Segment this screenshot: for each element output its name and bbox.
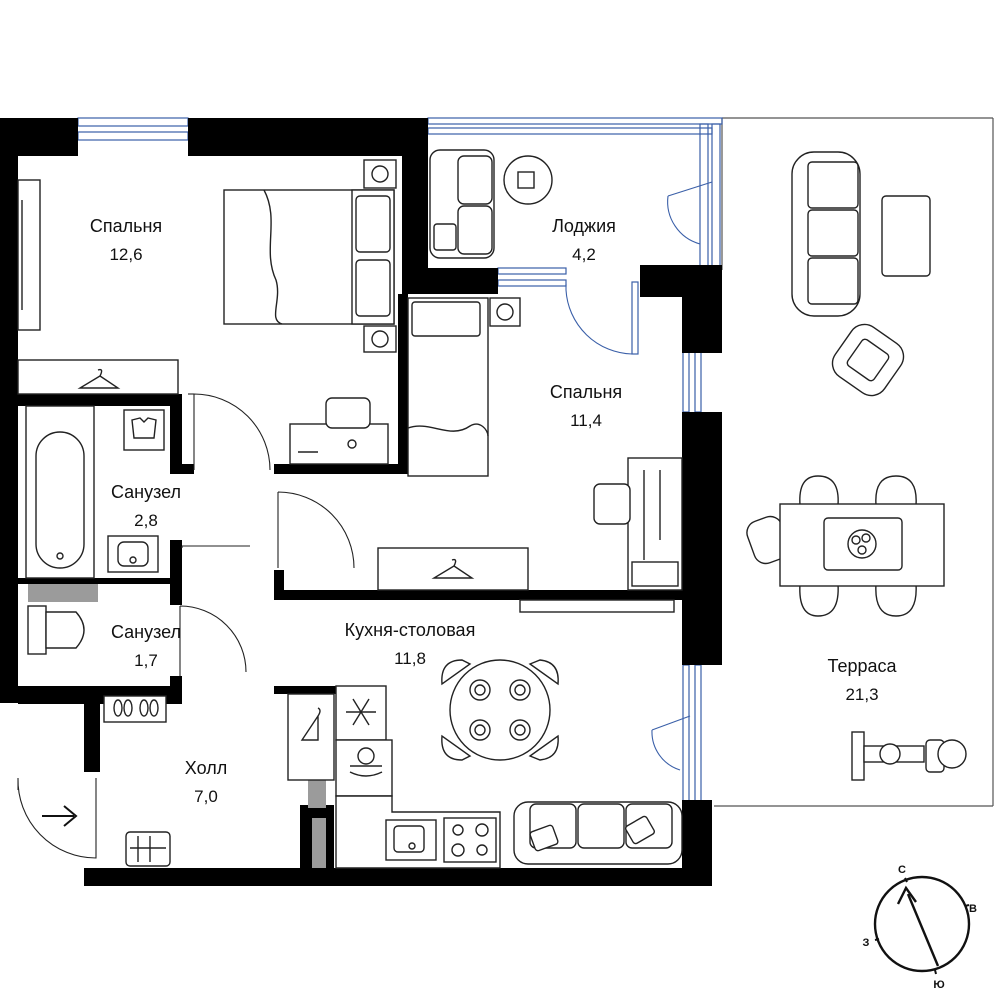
room-label-bathroom-2: Санузел (111, 622, 181, 642)
compass-north: С (898, 864, 906, 876)
room-area-loggia: 4,2 (572, 245, 596, 264)
wardrobe-hall (287, 693, 335, 781)
room-label-hall: Холл (185, 758, 227, 778)
hanger-icon (431, 558, 475, 579)
wardrobe (377, 547, 529, 591)
room-label-bedroom-2: Спальня (550, 382, 622, 402)
hanger-icon (77, 368, 121, 389)
terrace-sofa (791, 151, 861, 317)
tv (519, 599, 675, 613)
room-label-bedroom-1: Спальня (90, 216, 162, 236)
utility-shaft (308, 780, 326, 808)
nightstand (489, 297, 521, 327)
room-label-kitchen: Кухня-столовая (345, 620, 476, 640)
fridge (335, 685, 387, 741)
dining-table (441, 659, 559, 761)
room-area-bedroom-2: 11,4 (570, 411, 602, 430)
washing-machine-icon (123, 409, 165, 451)
bathtub (25, 405, 95, 579)
bed-single (407, 297, 489, 477)
terrace-armchair (831, 323, 905, 397)
snowflake-icon (346, 698, 376, 726)
bed-double (223, 189, 395, 325)
armchair-loggia (429, 149, 495, 259)
hanger-icon (300, 707, 321, 741)
terrace-lounger (851, 731, 967, 781)
wall-shelf (17, 179, 41, 331)
room-area-terrace: 21,3 (845, 685, 878, 704)
room-label-loggia: Лоджия (552, 216, 616, 236)
stove (443, 817, 497, 863)
room-area-hall: 7,0 (194, 787, 218, 806)
room-area-bedroom-1: 12,6 (109, 245, 142, 264)
terrace-outline (714, 117, 994, 807)
room-label-terrace: Терраса (827, 656, 897, 676)
radiator (125, 831, 171, 867)
compass: С В Ю З (863, 864, 977, 991)
sofa (513, 801, 683, 865)
utility-shaft (28, 584, 98, 602)
terrace-coffee-table (881, 195, 931, 277)
compass-south: Ю (933, 979, 944, 991)
arrow-right-icon (42, 805, 78, 827)
compass-west: З (863, 937, 870, 949)
shoes-icon (103, 695, 167, 723)
room-area-kitchen: 11,8 (394, 649, 426, 668)
sink (107, 535, 159, 573)
terrace-dining-table (746, 475, 945, 617)
utility-shaft (312, 818, 326, 868)
room-area-bathroom-2: 1,7 (134, 651, 158, 670)
toilet (27, 605, 85, 655)
dishes-icon (349, 747, 383, 777)
kitchen-sink (385, 819, 437, 861)
walls (0, 118, 722, 886)
side-table-loggia (503, 155, 553, 205)
room-label-bathroom-1: Санузел (111, 482, 181, 502)
compass-east: В (969, 903, 977, 915)
desk-bedroom-2 (593, 457, 683, 591)
room-area-bathroom-1: 2,8 (134, 511, 158, 530)
desk (289, 397, 389, 465)
nightstand (363, 159, 397, 353)
